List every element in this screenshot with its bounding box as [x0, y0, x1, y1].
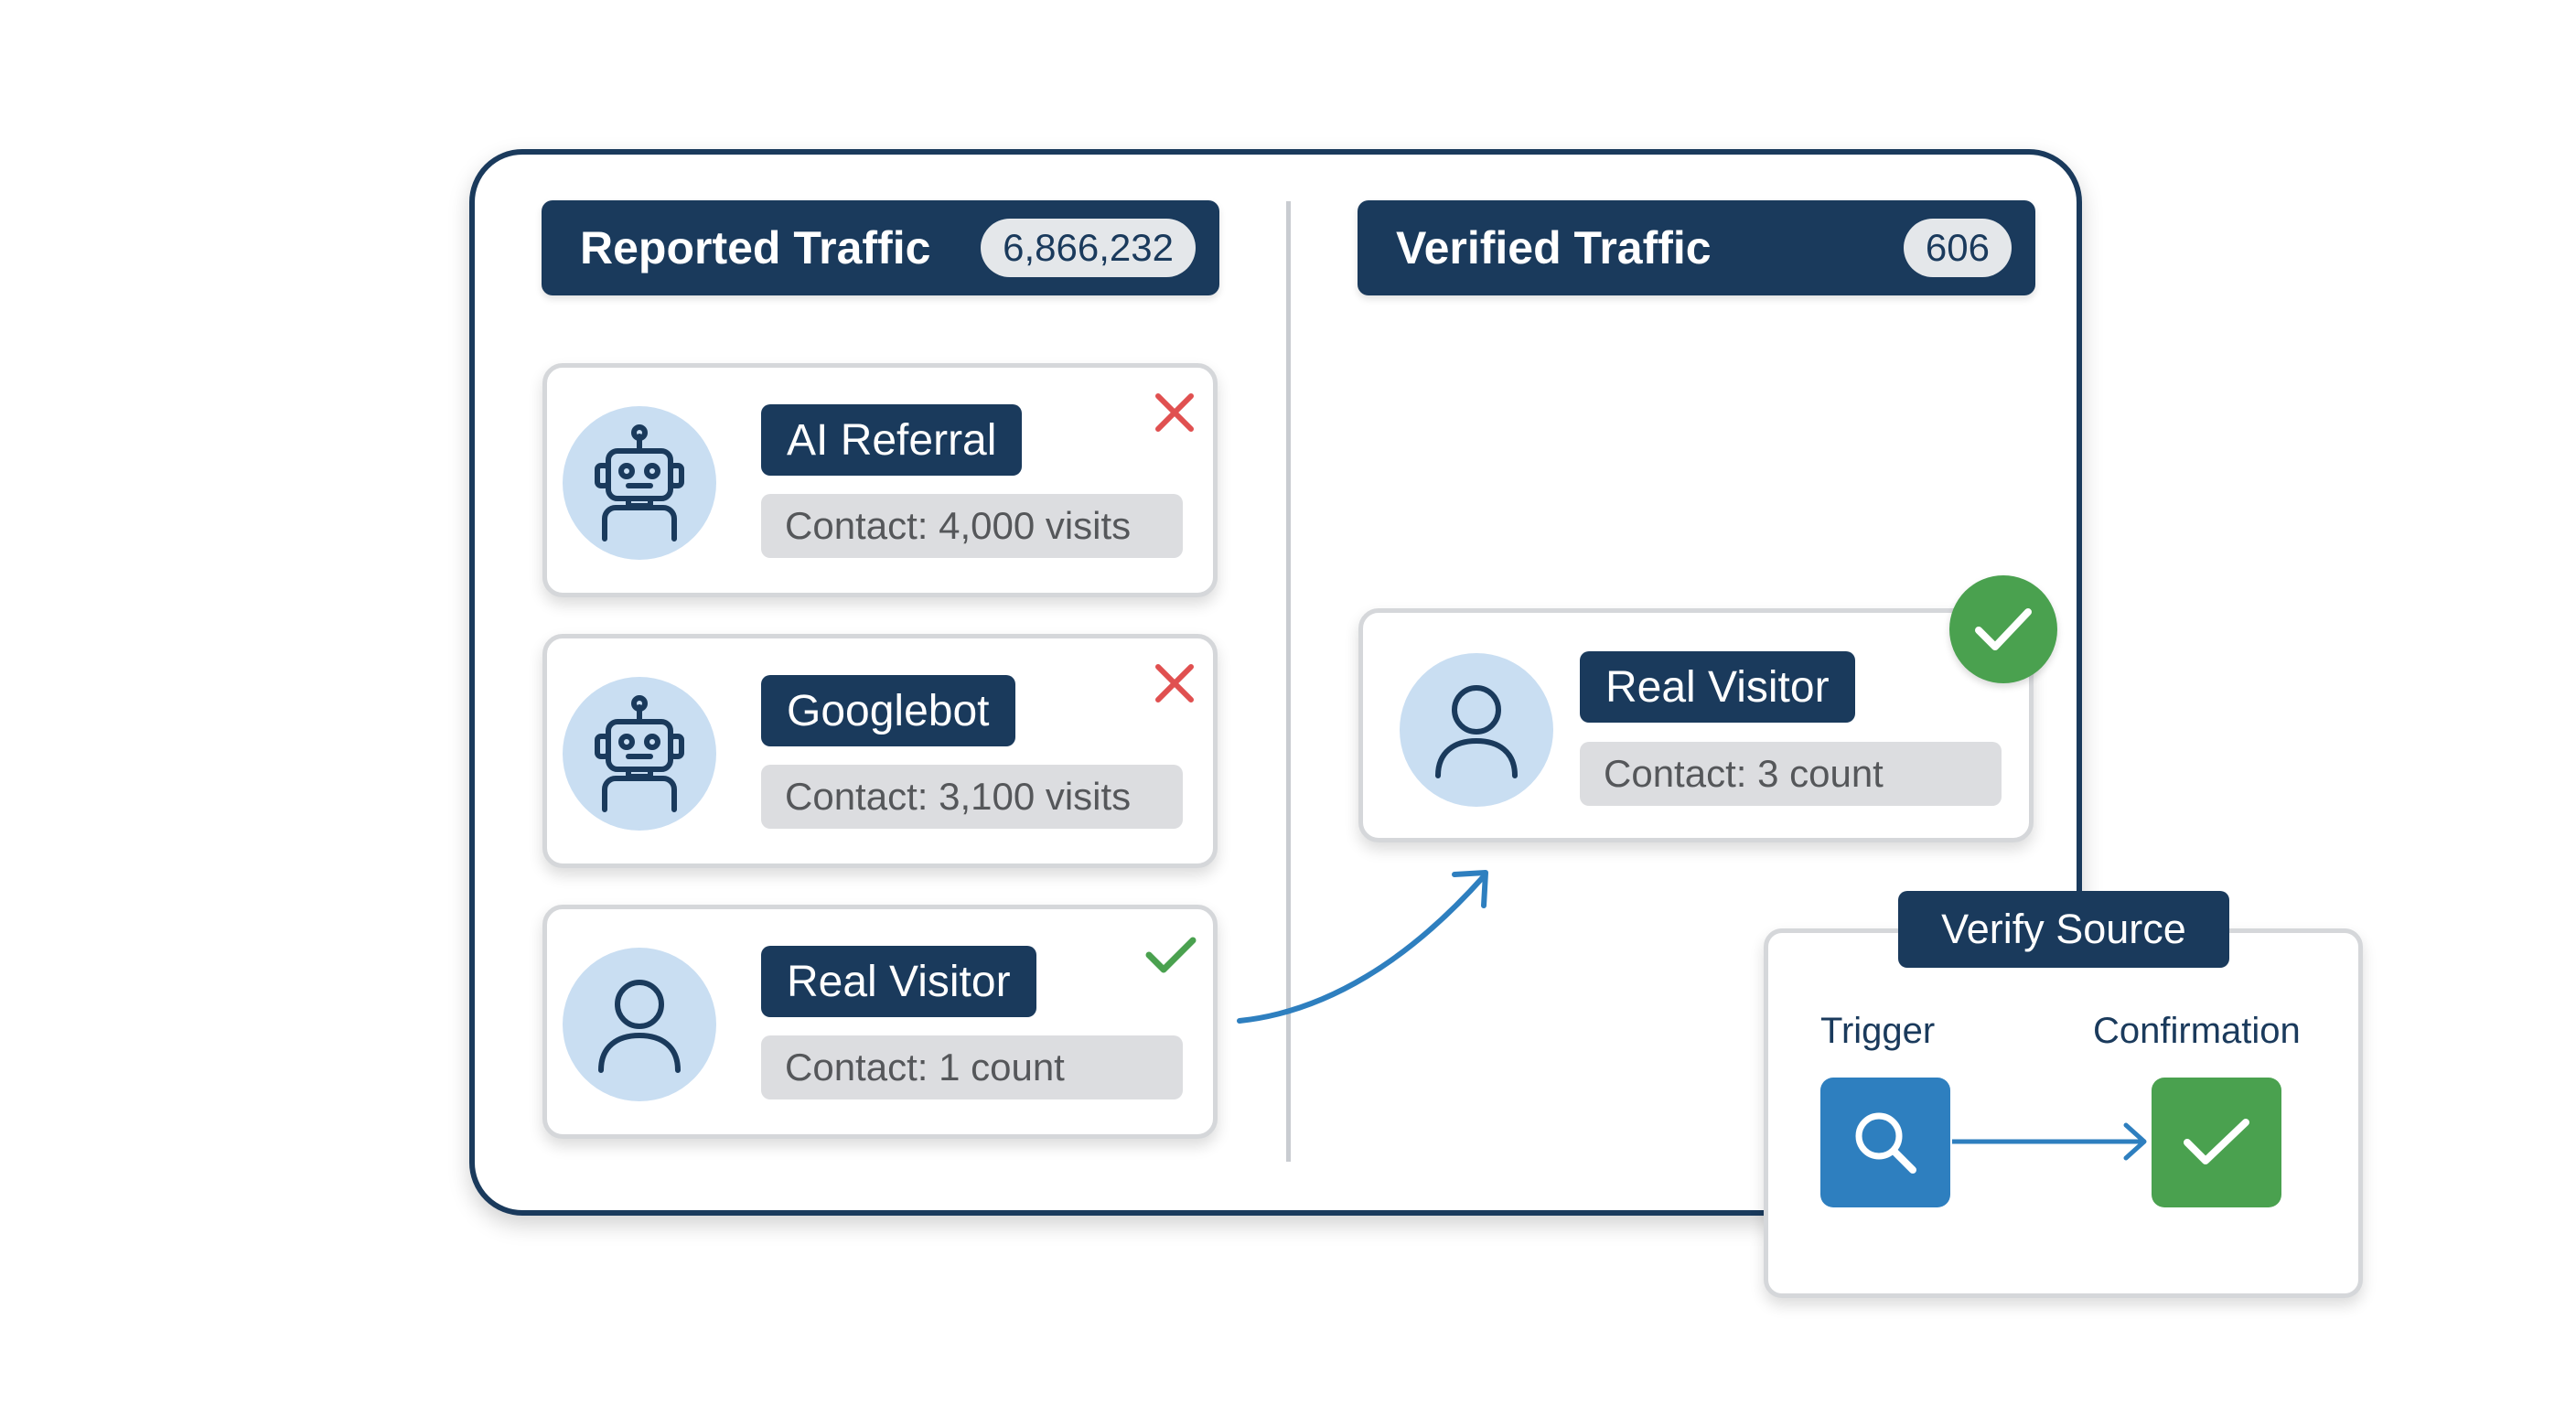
person-icon: [563, 948, 716, 1101]
confirmation-label: Confirmation: [2093, 1011, 2301, 1051]
ai-referral-card[interactable]: AI Referral Contact: 4,000 visits: [542, 363, 1218, 597]
transfer-arrow: [1237, 870, 1488, 1024]
approved-check-icon: [1145, 937, 1197, 973]
person-icon: [1400, 653, 1553, 807]
verified-traffic-header: Verified Traffic 606: [1358, 200, 2035, 295]
check-icon: [2184, 1119, 2249, 1164]
googlebot-card[interactable]: Googlebot Contact: 3,100 visits: [542, 634, 1218, 868]
trigger-step[interactable]: [1820, 1078, 1950, 1207]
reported-traffic-count: 6,866,232: [981, 219, 1196, 277]
column-divider: [1286, 201, 1291, 1162]
real-visitor-verified-card[interactable]: Real Visitor Contact: 3 count: [1358, 608, 2034, 842]
reported-traffic-header: Reported Traffic 6,866,232: [542, 200, 1219, 295]
reported-traffic-title: Reported Traffic: [580, 222, 931, 273]
real-visitor-reported-label: Real Visitor: [761, 946, 1036, 1017]
real-visitor-reported-card[interactable]: Real Visitor Contact: 1 count: [542, 905, 1218, 1139]
real-visitor-reported-stat: Contact: 1 count: [761, 1035, 1183, 1099]
real-visitor-verified-stat: Contact: 3 count: [1580, 742, 2002, 806]
verify-flow-arrow: [1952, 1122, 2147, 1161]
trigger-label: Trigger: [1820, 1011, 1936, 1051]
rejected-x-icon: [1155, 393, 1194, 432]
confirmation-step[interactable]: [2152, 1078, 2281, 1207]
googlebot-stat: Contact: 3,100 visits: [761, 765, 1183, 829]
rejected-x-icon: [1155, 664, 1194, 702]
real-visitor-verified-label: Real Visitor: [1580, 651, 1855, 723]
robot-icon: [563, 677, 716, 831]
ai-referral-stat: Contact: 4,000 visits: [761, 494, 1183, 558]
verified-traffic-title: Verified Traffic: [1396, 222, 1712, 273]
robot-icon: [563, 406, 716, 560]
verified-check-badge-icon: [1949, 575, 2057, 683]
googlebot-label: Googlebot: [761, 675, 1015, 746]
search-icon: [1855, 1112, 1916, 1174]
verified-traffic-count: 606: [1903, 219, 2012, 277]
verify-source-title: Verify Source: [1898, 891, 2229, 968]
ai-referral-label: AI Referral: [761, 404, 1023, 476]
